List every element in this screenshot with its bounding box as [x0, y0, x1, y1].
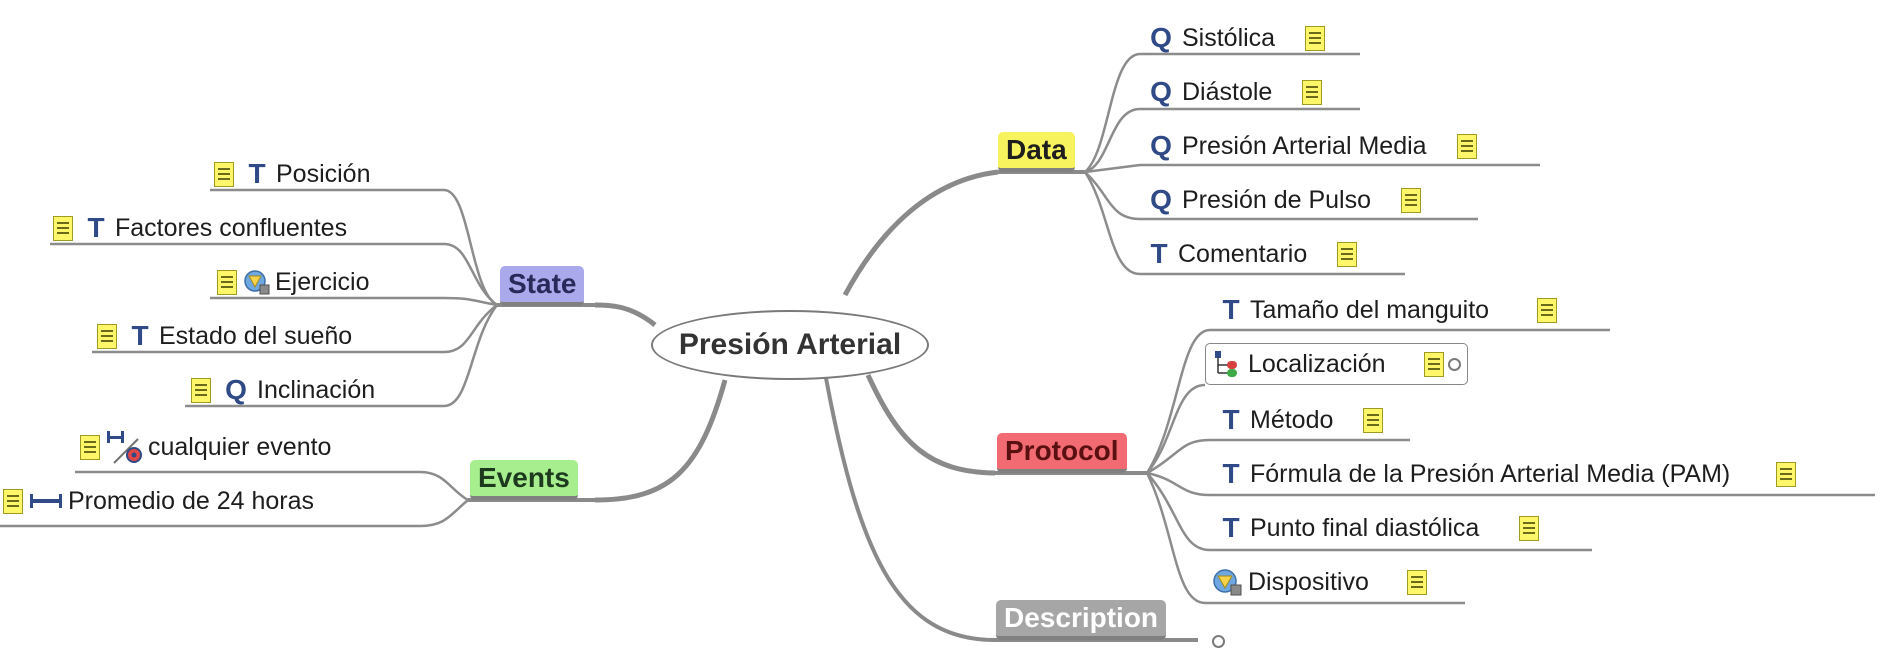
- note-icon[interactable]: [97, 323, 117, 349]
- state-item-posicion[interactable]: T Posición: [214, 157, 371, 191]
- data-item-sistolica[interactable]: Q Sistólica: [1148, 21, 1326, 55]
- text-icon: T: [1222, 294, 1240, 325]
- connector-root-protocol: [865, 373, 996, 476]
- branch-state-label: State: [508, 268, 577, 299]
- note-icon[interactable]: [53, 215, 73, 241]
- data-item-presion-de-pulso[interactable]: Q Presión de Pulso: [1148, 183, 1422, 217]
- note-icon[interactable]: [1519, 515, 1540, 541]
- note-icon[interactable]: [1776, 461, 1797, 487]
- text-icon: T: [1150, 238, 1168, 269]
- note-icon[interactable]: [1406, 569, 1427, 595]
- branch-description[interactable]: Description: [996, 600, 1167, 640]
- branch-description-label: Description: [1004, 602, 1159, 633]
- root-label: Presión Arterial: [678, 328, 902, 361]
- note-icon[interactable]: [80, 434, 100, 460]
- quantity-icon: Q: [1150, 184, 1172, 215]
- text-icon: T: [248, 158, 266, 189]
- note-icon[interactable]: [3, 488, 23, 514]
- note-icon[interactable]: [1401, 187, 1422, 213]
- data-item-comentario[interactable]: T Comentario: [1148, 237, 1358, 271]
- branch-events[interactable]: Events: [470, 460, 578, 500]
- cluster-slot-icon: [244, 270, 270, 295]
- text-icon: T: [1222, 512, 1240, 543]
- note-icon[interactable]: [1302, 79, 1323, 105]
- note-icon[interactable]: [217, 269, 237, 295]
- quantity-icon: Q: [1150, 130, 1172, 161]
- cluster-icon: [1215, 351, 1237, 377]
- branch-state[interactable]: State: [500, 266, 585, 306]
- localizacion-collapse-toggle[interactable]: [1447, 357, 1461, 371]
- protocol-item-formula-pam[interactable]: T Fórmula de la Presión Arterial Media (…: [1220, 457, 1797, 491]
- note-icon[interactable]: [191, 377, 211, 403]
- events-item-cualquier-evento[interactable]: cualquier evento: [80, 430, 331, 464]
- any-event-icon: [107, 431, 142, 464]
- protocol-item-tamano-del-manguito[interactable]: T Tamaño del manguito: [1220, 293, 1558, 327]
- text-icon: T: [1222, 458, 1240, 489]
- quantity-icon: Q: [1150, 76, 1172, 107]
- connector-root-data: [842, 169, 999, 297]
- description-collapse-toggle[interactable]: [1212, 635, 1225, 648]
- quantity-icon: Q: [1150, 22, 1172, 53]
- branch-data-label: Data: [1006, 134, 1067, 165]
- connector-root-events: [594, 379, 728, 503]
- data-item-diastole[interactable]: Q Diástole: [1148, 75, 1323, 109]
- state-item-factores-confluentes[interactable]: T Factores confluentes: [53, 211, 347, 245]
- note-icon[interactable]: [1363, 407, 1384, 433]
- interval-icon: [30, 494, 62, 508]
- branch-data[interactable]: Data: [998, 132, 1075, 172]
- cluster-slot-icon: [1213, 569, 1242, 596]
- protocol-item-punto-final-diastolica[interactable]: T Punto final diastólica: [1220, 511, 1540, 545]
- connector-root-description: [824, 377, 996, 642]
- root-node[interactable]: Presión Arterial: [651, 310, 929, 380]
- note-icon[interactable]: [1456, 133, 1477, 159]
- data-item-presion-arterial-media[interactable]: Q Presión Arterial Media: [1148, 129, 1477, 163]
- note-icon[interactable]: [1423, 351, 1444, 377]
- protocol-item-dispositivo[interactable]: Dispositivo: [1212, 565, 1427, 599]
- note-icon[interactable]: [1337, 241, 1358, 267]
- state-item-estado-del-sueno[interactable]: T Estado del sueño: [97, 319, 352, 353]
- branch-events-label: Events: [478, 462, 570, 493]
- branch-protocol[interactable]: Protocol: [997, 433, 1127, 473]
- connector-root-state: [594, 302, 657, 327]
- note-icon[interactable]: [1537, 297, 1558, 323]
- note-icon[interactable]: [214, 161, 234, 187]
- text-icon: T: [1222, 404, 1240, 435]
- branch-protocol-label: Protocol: [1005, 435, 1119, 466]
- text-icon: T: [131, 320, 149, 351]
- text-icon: T: [87, 212, 105, 243]
- state-item-ejercicio[interactable]: Ejercicio: [217, 265, 369, 299]
- state-item-inclinacion[interactable]: Q Inclinación: [191, 373, 375, 407]
- events-item-promedio-24-horas[interactable]: Promedio de 24 horas: [3, 484, 314, 518]
- protocol-item-localizacion[interactable]: Localización: [1205, 343, 1468, 385]
- quantity-icon: Q: [225, 374, 247, 405]
- note-icon[interactable]: [1305, 25, 1326, 51]
- protocol-item-metodo[interactable]: T Método: [1220, 403, 1384, 437]
